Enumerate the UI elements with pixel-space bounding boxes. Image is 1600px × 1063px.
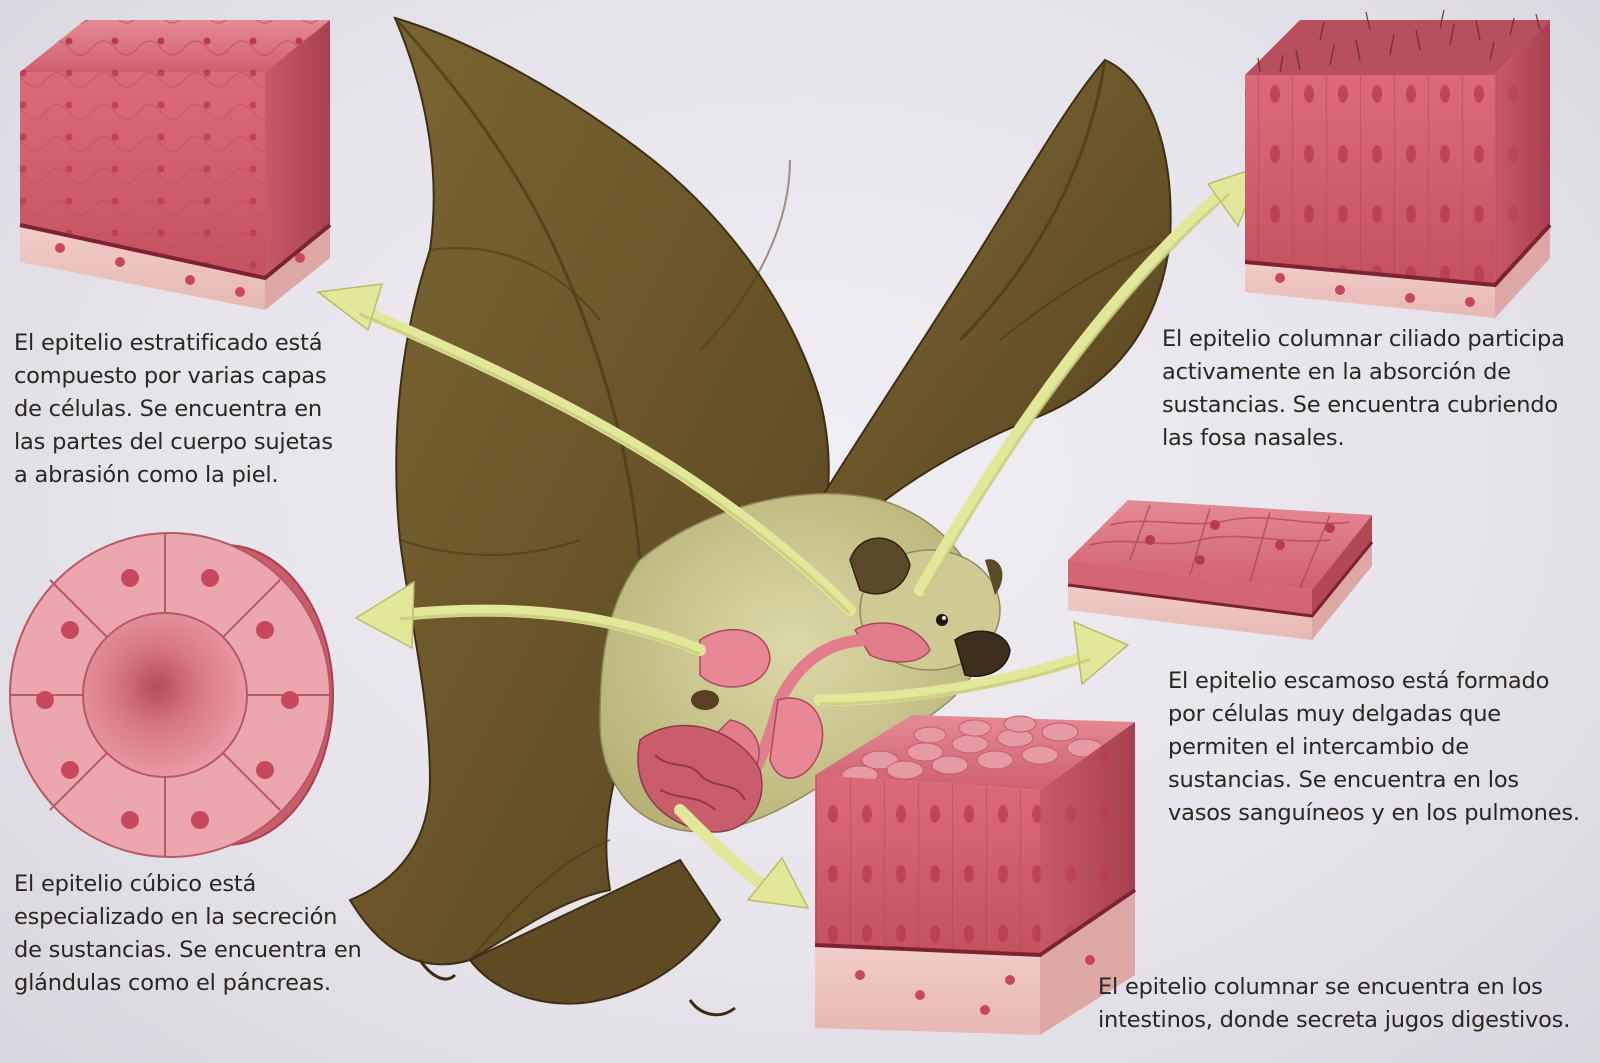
caption-line: permiten el intercambio de [1168,734,1469,760]
estratificado-caption: El epitelio estratificado está compuesto… [14,327,333,492]
escamoso-caption: El epitelio escamoso está formado por cé… [1168,665,1580,830]
arrow-to-ciliado [914,184,1231,596]
caption-line: El epitelio estratificado está [14,330,323,356]
caption-line: especializado en la secreción [14,904,338,930]
caption-line: El epitelio cúbico está [14,871,257,897]
cubico-caption: El epitelio cúbico está especializado en… [14,868,362,1000]
estratificado-tissue-block [19,20,332,310]
arrow-to-estratificado [354,304,856,616]
caption-line: glándulas como el páncreas. [14,970,331,996]
caption-line: a abrasión como la piel. [14,462,279,488]
arrow-to-escamoso [814,649,1096,706]
bat-ear [849,537,911,595]
caption-line: las fosa nasales. [1162,425,1345,451]
bat-snout [954,630,1011,677]
ciliado-tissue-block [1244,9,1552,318]
caption-line: activamente en la absorción de [1162,359,1511,385]
pointer-arrows [354,184,1231,896]
columnar-tissue-block [814,715,1137,1035]
bat-organs [637,622,931,833]
caption-line: sustancias. Se encuentra en los [1168,767,1519,793]
arrow-to-columnar [674,804,776,896]
caption-line: compuesto por varias capas [14,363,327,389]
escamoso-tissue-block [1067,500,1374,640]
cubico-tissue-ring [9,532,334,858]
columnar-caption: El epitelio columnar se encuentra en los… [1098,971,1570,1037]
caption-line: de células. Se encuentra en [14,396,322,422]
caption-line: sustancias. Se encuentra cubriendo [1162,392,1558,418]
ciliado-caption: El epitelio columnar ciliado participa a… [1162,323,1565,455]
caption-line: intestinos, donde secreta jugos digestiv… [1098,1007,1571,1033]
caption-line: vasos sanguíneos y en los pulmones. [1168,800,1580,826]
arrow-to-cubico [394,604,706,656]
caption-line: las partes del cuerpo sujetas [14,429,333,455]
bat-right-wing [818,58,1172,522]
caption-line: por células muy delgadas que [1168,701,1501,727]
bat-eye [936,614,948,626]
caption-line: El epitelio columnar ciliado participa [1162,326,1565,352]
caption-line: El epitelio escamoso está formado [1168,668,1550,694]
caption-line: El epitelio columnar se encuentra en los [1098,974,1543,1000]
caption-line: de sustancias. Se encuentra en [14,937,362,963]
bat-left-wing [348,16,830,966]
